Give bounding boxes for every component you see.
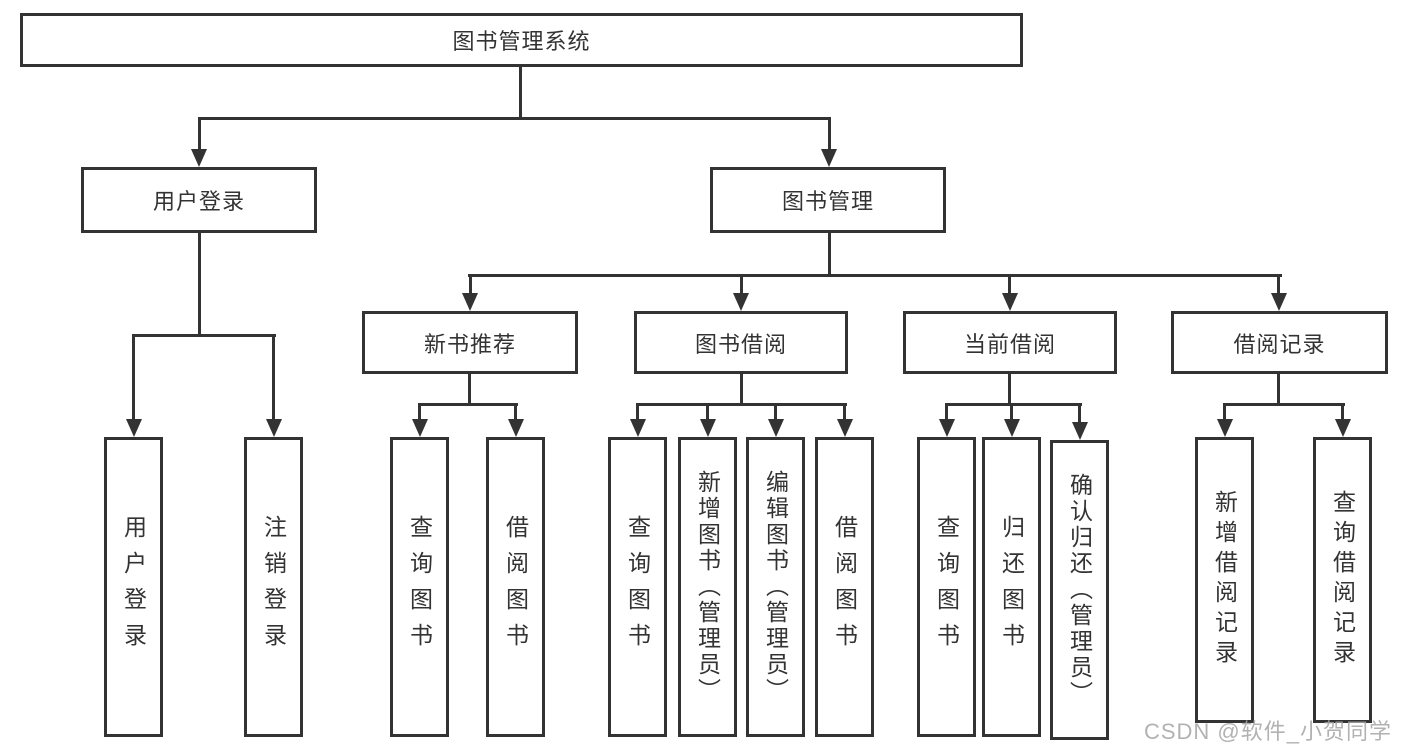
leaf-logout: 注销登录 (244, 437, 303, 737)
leaf-borrow-books: 借阅图书 (815, 437, 874, 737)
connector-stem-book-management (828, 120, 831, 150)
node-book-management: 图书管理 (710, 167, 946, 233)
leaf-edit-books-admin-label: 编辑图书（管理员） (762, 470, 789, 704)
leaf-user-login: 用户登录 (104, 437, 163, 737)
leaf-return-books: 归还图书 (982, 437, 1041, 737)
arrow-down-icon (508, 419, 524, 437)
connector-g4-stem1 (1223, 406, 1226, 420)
node-current-borrow-label: 当前借阅 (963, 331, 1056, 357)
leaf-borrow-books-recommend: 借阅图书 (486, 437, 545, 737)
connector-root-trunk (519, 67, 522, 118)
connector-stem-current-borrow (1008, 277, 1011, 294)
connector-book-management-trunk (828, 233, 831, 276)
leaf-add-books-admin-label: 新增图书（管理员） (694, 470, 721, 704)
arrow-down-icon (191, 149, 207, 167)
leaf-query-books-borrow-label: 查询图书 (624, 515, 651, 659)
leaf-user-login-label: 用户登录 (120, 515, 147, 659)
connector-g2-rail (636, 403, 847, 406)
leaf-add-borrow-record: 新增借阅记录 (1195, 437, 1254, 723)
csdn-watermark: CSDN @软件_小贺同学 (1143, 719, 1392, 744)
arrow-down-icon (733, 293, 749, 311)
leaf-confirm-return-admin-label: 确认归还（管理员） (1066, 473, 1093, 707)
connector-g2-trunk (740, 374, 743, 405)
leaf-borrow-books-label: 借阅图书 (831, 515, 858, 659)
leaf-add-books-admin: 新增图书（管理员） (678, 437, 737, 737)
node-borrow-record: 借阅记录 (1171, 311, 1388, 374)
node-current-borrow: 当前借阅 (903, 311, 1117, 374)
node-new-book-recommend-label: 新书推荐 (423, 331, 516, 357)
node-book-borrow-label: 图书借阅 (694, 331, 787, 357)
node-root-label: 图书管理系统 (452, 29, 591, 54)
arrow-down-icon (1002, 293, 1018, 311)
connector-g2-stem2 (706, 406, 709, 420)
leaf-query-borrow-record: 查询借阅记录 (1313, 437, 1372, 723)
connector-g3-stem3 (1078, 406, 1081, 422)
connector-g1-stem2 (514, 406, 517, 420)
connector-stem-user-login (198, 120, 201, 150)
node-book-borrow: 图书借阅 (634, 311, 848, 374)
connector-g2-stem1 (636, 406, 639, 420)
node-user-login: 用户登录 (81, 167, 317, 233)
arrow-down-icon (1335, 419, 1351, 437)
connector-g3-rail (945, 403, 1082, 406)
connector-g3-trunk (1008, 374, 1011, 405)
connector-g2-stem3 (774, 406, 777, 420)
arrow-down-icon (837, 419, 853, 437)
connector-user-login-trunk (198, 233, 201, 336)
connector-stem-new-book (469, 277, 472, 294)
arrow-down-icon (1072, 422, 1088, 440)
connector-level3-rail (468, 274, 1282, 277)
node-user-login-label: 用户登录 (152, 189, 245, 214)
connector-g1-trunk (468, 374, 471, 405)
arrow-down-icon (768, 419, 784, 437)
connector-stem-book-borrow (740, 277, 743, 294)
connector-g4-rail (1223, 403, 1345, 406)
node-book-management-label: 图书管理 (781, 189, 874, 214)
connector-stem-user-login-leaf (132, 337, 135, 419)
arrow-down-icon (462, 293, 478, 311)
arrow-down-icon (630, 419, 646, 437)
leaf-add-borrow-record-label: 新增借阅记录 (1211, 490, 1238, 670)
leaf-query-books-current-label: 查询图书 (933, 515, 960, 659)
leaf-query-books-borrow: 查询图书 (608, 437, 667, 737)
connector-g1-stem1 (418, 406, 421, 420)
arrow-down-icon (412, 419, 428, 437)
leaf-confirm-return-admin: 确认归还（管理员） (1050, 440, 1109, 740)
connector-g4-trunk (1277, 374, 1280, 405)
connector-stem-logout-leaf (272, 337, 275, 419)
connector-level1-rail (198, 117, 831, 120)
arrow-down-icon (939, 419, 955, 437)
arrow-down-icon (821, 149, 837, 167)
leaf-query-borrow-record-label: 查询借阅记录 (1329, 490, 1356, 670)
connector-g2-stem4 (843, 406, 846, 420)
connector-g3-stem1 (945, 406, 948, 420)
node-new-book-recommend: 新书推荐 (362, 311, 578, 374)
arrow-down-icon (266, 419, 282, 437)
arrow-down-icon (1271, 293, 1287, 311)
leaf-query-books-current: 查询图书 (917, 437, 976, 737)
leaf-edit-books-admin: 编辑图书（管理员） (746, 437, 805, 737)
leaf-query-books-recommend-label: 查询图书 (406, 515, 433, 659)
node-borrow-record-label: 借阅记录 (1233, 331, 1326, 357)
node-root: 图书管理系统 (20, 13, 1023, 67)
leaf-borrow-books-recommend-label: 借阅图书 (502, 515, 529, 659)
arrow-down-icon (126, 419, 142, 437)
connector-g4-stem2 (1341, 406, 1344, 420)
connector-user-login-rail (132, 334, 276, 337)
connector-stem-borrow-record (1277, 277, 1280, 294)
arrow-down-icon (1004, 419, 1020, 437)
leaf-return-books-label: 归还图书 (998, 515, 1025, 659)
arrow-down-icon (700, 419, 716, 437)
arrow-down-icon (1217, 419, 1233, 437)
leaf-query-books-recommend: 查询图书 (390, 437, 449, 737)
leaf-logout-label: 注销登录 (260, 515, 287, 659)
connector-g1-rail (418, 403, 518, 406)
connector-g3-stem2 (1010, 406, 1013, 420)
